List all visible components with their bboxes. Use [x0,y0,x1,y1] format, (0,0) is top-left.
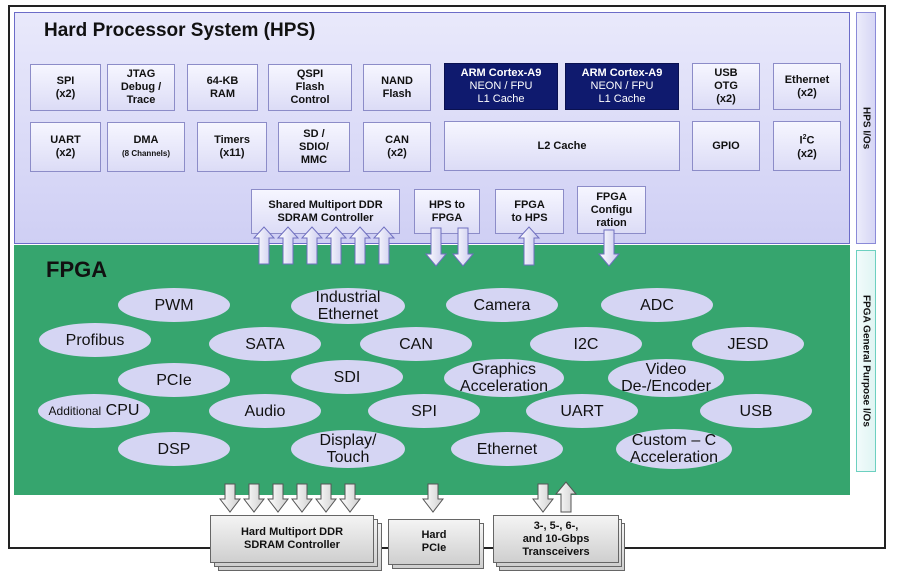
l2-cache-block: L2 Cache [444,121,680,171]
arrow-hps-to-fpga-2 [451,227,475,267]
arrow-hard-pcie [421,483,445,513]
arrow-hard-ddr-4 [290,483,314,513]
ram-block: 64-KB RAM [187,64,258,111]
ip-camera: Camera [446,288,558,322]
ip-industrial-ethernet: Industrial Ethernet [291,288,405,324]
nand-block: NAND Flash [363,64,431,111]
shared-ddr-controller: Shared Multiport DDR SDRAM Controller [251,189,400,234]
i2c-letter-c: C [806,134,815,147]
ethernet-block: Ethernet (x2) [773,63,841,110]
arm-core-1-l1: L1 Cache [477,93,525,105]
ip-additional-cpu: Additional CPU [38,394,150,428]
arrow-fpga-config [597,229,621,267]
qspi-block: QSPI Flash Control [268,64,352,111]
fpga-io-bar: FPGA General Purpose I/Os [856,250,876,472]
i2c-letter-i: I [799,134,803,147]
arm-core-2-l1: L1 Cache [598,93,646,105]
ip-audio: Audio [209,394,321,428]
arrow-ddr-1 [252,226,276,265]
arrow-hard-ddr-5 [314,483,338,513]
arrow-ddr-6 [372,226,396,265]
arrow-hard-ddr-3 [266,483,290,513]
ip-video-codec: Video De-/Encoder [608,359,724,397]
arrow-hard-ddr-6 [338,483,362,513]
dma-channels: (8 Channels) [121,149,170,158]
arrow-ddr-4 [324,226,348,265]
i2c-superscript: 2 [802,134,807,142]
timers-block: Timers (x11) [197,122,267,172]
fpga-configuration-block: FPGA Configu ration [577,186,646,234]
arm-core-1-title: ARM Cortex-A9 [460,67,542,79]
ip-adc: ADC [601,288,713,322]
arrow-fpga-to-hps [517,226,541,266]
ip-jesd: JESD [692,327,804,361]
usb-otg-block: USB OTG (x2) [692,63,760,110]
hard-pcie: Hard PCIe [388,519,480,565]
ip-dsp: DSP [118,432,230,466]
arm-core-2-neon: NEON / FPU [590,80,654,92]
arrow-hps-to-fpga-1 [424,227,448,267]
hps-title: Hard Processor System (HPS) [44,20,316,41]
jtag-block: JTAG Debug / Trace [107,64,175,111]
spi-block: SPI (x2) [30,64,101,111]
arrow-transceiver-down [531,483,555,513]
arm-core-2-title: ARM Cortex-A9 [581,67,663,79]
arrow-ddr-5 [348,226,372,265]
hard-ddr-controller: Hard Multiport DDR SDRAM Controller [210,515,374,563]
transceivers: 3-, 5-, 6-, and 10-Gbps Transceivers [493,515,619,563]
ip-pcie: PCIe [118,363,230,397]
ip-profibus: Profibus [39,323,151,357]
uart-block: UART (x2) [30,122,101,172]
arrow-hard-ddr-2 [242,483,266,513]
ip-can: CAN [360,327,472,361]
arrow-ddr-3 [300,226,324,265]
ip-ethernet: Ethernet [451,432,563,466]
ip-sdi: SDI [291,360,403,394]
ip-spi: SPI [368,394,480,428]
arm-core-1-neon: NEON / FPU [469,80,533,92]
i2c-block: I2C(x2) [773,121,841,171]
cpu-label: CPU [101,402,140,419]
hps-to-fpga-bridge: HPS to FPGA [414,189,480,234]
ip-display-touch: Display/ Touch [291,430,405,468]
fpga-title: FPGA [46,257,108,282]
i2c-count: (x2) [797,147,817,160]
ip-graphics-acceleration: Graphics Acceleration [444,359,564,397]
arrow-hard-ddr-1 [218,483,242,513]
hps-io-label: HPS I/Os [860,106,872,150]
ip-i2c: I2C [530,327,642,361]
dma-block: DMA (8 Channels) [107,122,185,172]
dma-label: DMA [133,134,159,146]
sd-mmc-block: SD / SDIO/ MMC [278,122,350,172]
can-block: CAN (x2) [363,122,431,172]
additional-label: Additional [48,404,102,418]
ip-pwm: PWM [118,288,230,322]
fpga-io-label: FPGA General Purpose I/Os [860,295,872,427]
ip-uart: UART [526,394,638,428]
ip-usb: USB [700,394,812,428]
gpio-block: GPIO [692,121,760,171]
ip-sata: SATA [209,327,321,361]
hps-io-bar: HPS I/Os [856,12,876,244]
arrow-transceiver-up [554,481,578,513]
ip-custom-acceleration: Custom – C Acceleration [616,429,732,469]
arrow-ddr-2 [276,226,300,265]
